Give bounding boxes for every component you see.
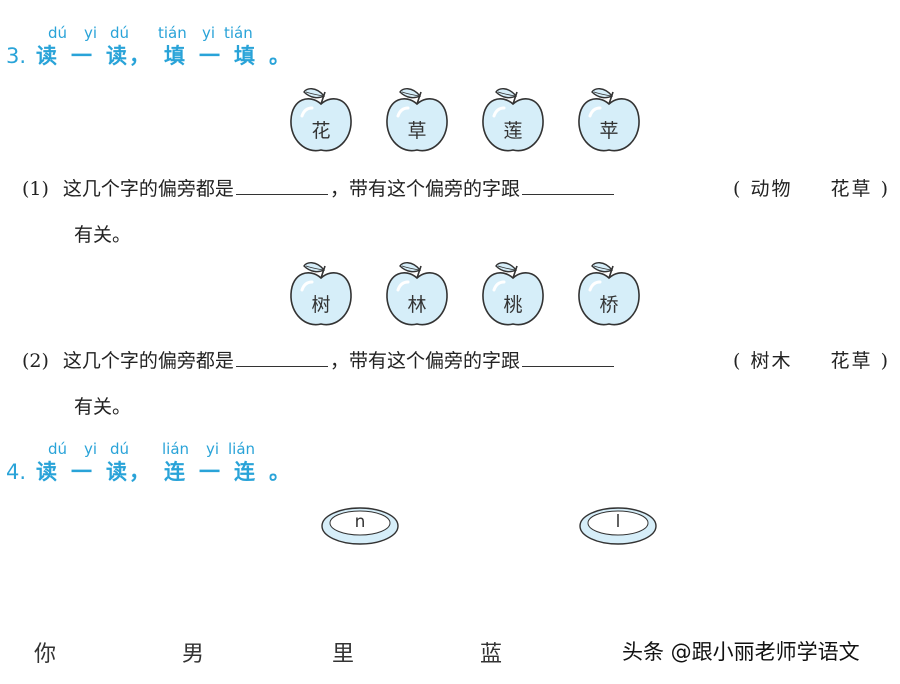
- title-char: 读: [36, 44, 58, 68]
- title-char: 连: [234, 460, 256, 484]
- apple-char: 桥: [599, 294, 619, 316]
- dish-icon: [579, 507, 657, 545]
- pinyin: yi: [202, 24, 216, 42]
- section-4-title: 4. 读 一 读 ， 连 一 连 。: [6, 456, 304, 486]
- apple-char: 莲: [503, 120, 523, 142]
- question-2: (2) 这几个字的偏旁都是 ，带有这个偏旁的字跟 ( 树木 花草 ): [22, 346, 890, 373]
- title-char: 读: [36, 460, 58, 484]
- answer-blank[interactable]: [235, 346, 328, 367]
- section-3-title: 3. 读 一 读 ， 填 一 填 。: [6, 40, 304, 70]
- option-bracket: ): [880, 178, 890, 200]
- apple-icon: [386, 88, 448, 152]
- dish-letter: n: [354, 512, 366, 532]
- option-bracket: (: [732, 178, 743, 200]
- apple-row-1: 花 草 莲 苹: [288, 84, 642, 154]
- title-char: 连: [164, 460, 186, 484]
- dish-l[interactable]: l: [578, 504, 658, 548]
- option-choice[interactable]: 树木: [750, 350, 793, 372]
- word-item[interactable]: 蓝: [480, 642, 503, 667]
- section-number: 4.: [6, 460, 27, 484]
- apple-card: 树: [288, 258, 354, 328]
- apple-char: 桃: [503, 294, 523, 316]
- question-1-continued: 有关。: [74, 224, 132, 246]
- option-choice[interactable]: 花草: [830, 350, 873, 372]
- pinyin: dú: [110, 24, 130, 42]
- section-3-heading: dú yi dú tián yi tián 3. 读 一 读 ， 填 一 填 。: [6, 24, 304, 70]
- pinyin: lián: [228, 440, 256, 458]
- pinyin: lián: [162, 440, 190, 458]
- answer-blank[interactable]: [235, 174, 328, 195]
- answer-blank[interactable]: [521, 346, 614, 367]
- apple-icon: [386, 262, 448, 326]
- title-char: ，: [129, 460, 151, 484]
- apple-card: 花: [288, 84, 354, 154]
- watermark: 头条 @跟小丽老师学语文: [622, 640, 860, 664]
- section-3-pinyin: dú yi dú tián yi tián: [6, 24, 266, 42]
- pinyin: yi: [84, 24, 98, 42]
- dish-letter: l: [615, 512, 621, 532]
- dish-n[interactable]: n: [320, 504, 400, 548]
- apple-card: 苹: [576, 84, 642, 154]
- apple-char: 草: [407, 120, 427, 142]
- question-label: (1): [22, 178, 49, 200]
- apple-card: 林: [384, 258, 450, 328]
- question-2-continued: 有关。: [74, 396, 132, 418]
- apple-card: 桃: [480, 258, 546, 328]
- title-char: 填: [164, 44, 186, 68]
- question-text: ，带有这个偏旁的字跟: [329, 350, 520, 372]
- word-item[interactable]: 男: [182, 642, 205, 667]
- pinyin: dú: [48, 440, 68, 458]
- apple-card: 莲: [480, 84, 546, 154]
- apple-icon: [578, 262, 640, 326]
- apple-char: 树: [311, 294, 331, 316]
- title-char: ，: [129, 44, 151, 68]
- word-item[interactable]: 里: [332, 642, 355, 667]
- question-text: 这几个字的偏旁都是: [62, 350, 234, 372]
- question-1: (1) 这几个字的偏旁都是 ，带有这个偏旁的字跟 ( 动物 花草 ): [22, 174, 890, 201]
- apple-icon: [290, 88, 352, 152]
- title-char: 一: [71, 460, 93, 484]
- question-text: 这几个字的偏旁都是: [62, 178, 234, 200]
- answer-blank[interactable]: [521, 174, 614, 195]
- question-label: (2): [22, 350, 49, 372]
- title-char: 读: [106, 44, 128, 68]
- apple-icon: [578, 88, 640, 152]
- title-char: 一: [71, 44, 93, 68]
- pinyin: tián: [224, 24, 253, 42]
- title-char: 。: [269, 44, 291, 68]
- title-char: 填: [234, 44, 256, 68]
- section-4-pinyin: dú yi dú lián yi lián: [6, 440, 266, 458]
- pinyin: dú: [48, 24, 68, 42]
- question-text: ，带有这个偏旁的字跟: [329, 178, 520, 200]
- pinyin: yi: [206, 440, 220, 458]
- option-bracket: (: [732, 350, 743, 372]
- apple-row-2: 树 林 桃 桥: [288, 258, 642, 328]
- title-char: 。: [269, 460, 291, 484]
- section-number: 3.: [6, 44, 27, 68]
- word-item[interactable]: 你: [34, 642, 57, 667]
- title-char: 读: [106, 460, 128, 484]
- pinyin: dú: [110, 440, 130, 458]
- dish-icon: [321, 507, 399, 545]
- option-choice[interactable]: 动物: [750, 178, 793, 200]
- options: ( 树木 花草 ): [733, 346, 890, 373]
- apple-card: 草: [384, 84, 450, 154]
- title-char: 一: [199, 460, 221, 484]
- pinyin: tián: [158, 24, 187, 42]
- apple-card: 桥: [576, 258, 642, 328]
- apple-char: 苹: [599, 120, 619, 142]
- section-4-heading: dú yi dú lián yi lián 4. 读 一 读 ， 连 一 连 。: [6, 440, 304, 486]
- apple-char: 花: [311, 120, 331, 142]
- apple-icon: [290, 262, 352, 326]
- apple-char: 林: [407, 294, 427, 316]
- option-bracket: ): [880, 350, 890, 372]
- title-char: 一: [199, 44, 221, 68]
- options: ( 动物 花草 ): [733, 174, 890, 201]
- apple-icon: [482, 88, 544, 152]
- apple-icon: [482, 262, 544, 326]
- pinyin: yi: [84, 440, 98, 458]
- option-choice[interactable]: 花草: [830, 178, 873, 200]
